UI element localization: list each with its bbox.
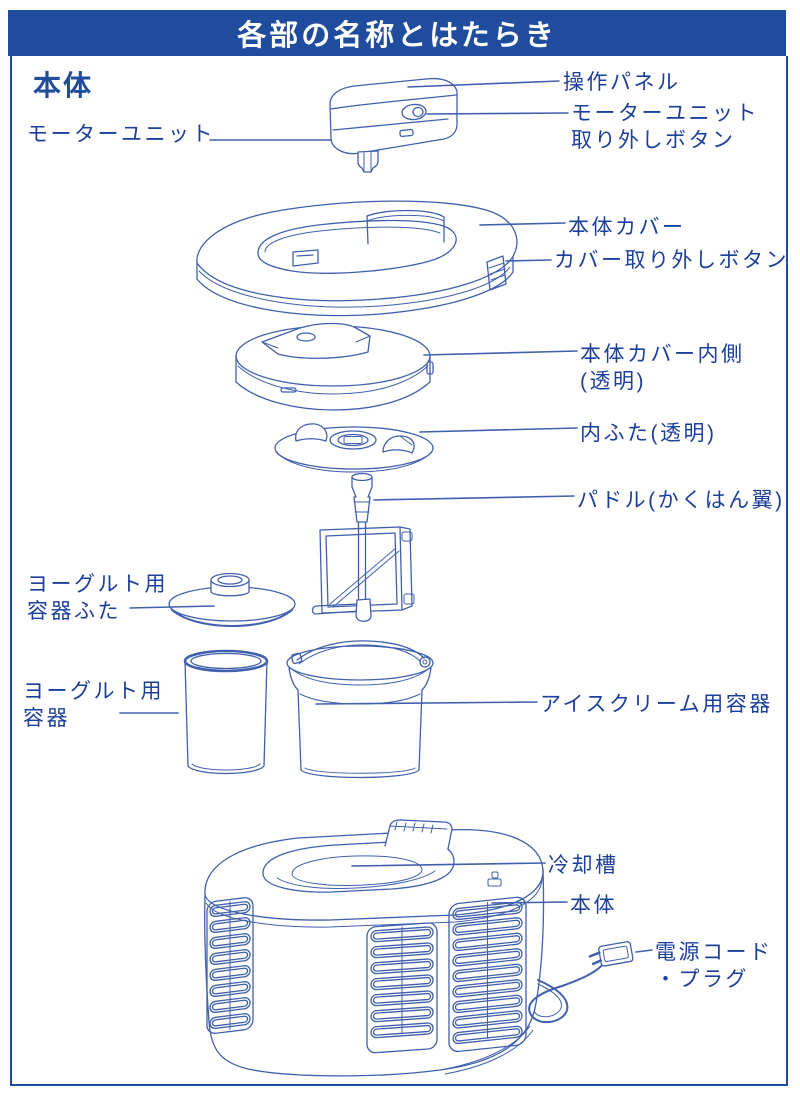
label-text: 取り外しボタン bbox=[571, 129, 736, 152]
leader-paddle bbox=[373, 495, 575, 501]
label-yogurt-container-lid: ヨーグルト用 容器ふた bbox=[27, 571, 168, 625]
yogurt-container-art bbox=[183, 649, 269, 775]
label-text: (透明) bbox=[580, 370, 646, 393]
label-text: カバー取り外しボタン bbox=[554, 249, 789, 272]
ice-cream-container-art bbox=[286, 640, 434, 779]
label-text: モーターユニット bbox=[27, 123, 215, 146]
motor-unit-art bbox=[329, 77, 458, 173]
label-cooling-tank: 冷却槽 bbox=[548, 852, 619, 879]
label-operation-panel: 操作パネル bbox=[563, 69, 681, 96]
leader-cover-release-button bbox=[505, 259, 552, 262]
label-motor-unit-release-button: モーターユニット 取り外しボタン bbox=[571, 100, 759, 154]
main-body-art bbox=[204, 819, 545, 1077]
leader-power-cord-plug bbox=[635, 949, 653, 953]
paddle-art bbox=[311, 472, 415, 622]
label-text: 本体カバー内側 bbox=[580, 343, 745, 366]
leader-motor-unit-release-button bbox=[426, 112, 569, 115]
page-header: 各部の名称とはたらき bbox=[8, 10, 786, 56]
label-text: モーターユニット bbox=[571, 102, 759, 125]
leader-main-body bbox=[491, 901, 568, 904]
label-body-cover-inner: 本体カバー内側 (透明) bbox=[580, 341, 745, 395]
yogurt-lid-art bbox=[168, 572, 296, 627]
leader-inner-lid bbox=[419, 427, 578, 433]
label-cover-release-button: カバー取り外しボタン bbox=[554, 247, 789, 274]
label-power-cord-plug: 電源コード ・プラグ bbox=[655, 939, 773, 993]
label-text: 容器 bbox=[23, 707, 70, 730]
leader-cooling-tank bbox=[351, 862, 546, 867]
label-text: 本体 bbox=[570, 894, 617, 917]
body-cover-inner-art bbox=[235, 322, 434, 411]
body-cover-art bbox=[196, 200, 518, 317]
inner-lid-art bbox=[274, 423, 434, 473]
leader-ice-cream-container bbox=[315, 701, 538, 705]
label-text: 冷却槽 bbox=[548, 854, 619, 877]
label-text: 容器ふた bbox=[27, 600, 121, 623]
label-text: 電源コード bbox=[655, 941, 773, 964]
label-motor-unit: モーターユニット bbox=[27, 121, 215, 148]
label-text: 操作パネル bbox=[563, 71, 681, 94]
label-main-body: 本体 bbox=[570, 892, 617, 919]
label-yogurt-container: ヨーグルト用 容器 bbox=[23, 678, 164, 732]
leader-body-cover-inner bbox=[423, 350, 578, 356]
label-text: アイスクリーム用容器 bbox=[540, 693, 773, 716]
leader-body-cover bbox=[479, 222, 566, 226]
label-paddle: パドル(かくはん翼) bbox=[577, 487, 785, 514]
leader-operation-panel bbox=[407, 80, 560, 88]
leader-yogurt-container-lid bbox=[129, 605, 215, 609]
label-inner-lid: 内ふた(透明) bbox=[580, 420, 717, 447]
label-ice-cream-container: アイスクリーム用容器 bbox=[540, 691, 773, 718]
section-title: 本体 bbox=[33, 70, 94, 101]
label-text: ヨーグルト用 bbox=[27, 573, 168, 596]
label-text: ・プラグ bbox=[655, 968, 749, 991]
power-cord-art bbox=[528, 941, 634, 1023]
label-body-cover: 本体カバー bbox=[568, 214, 686, 241]
label-text: 本体カバー bbox=[568, 216, 686, 239]
label-text: ヨーグルト用 bbox=[23, 680, 164, 703]
label-text: パドル(かくはん翼) bbox=[577, 489, 785, 512]
leader-lines bbox=[119, 80, 653, 953]
page-title: 各部の名称とはたらき bbox=[237, 20, 557, 52]
label-text: 内ふた(透明) bbox=[580, 422, 717, 445]
